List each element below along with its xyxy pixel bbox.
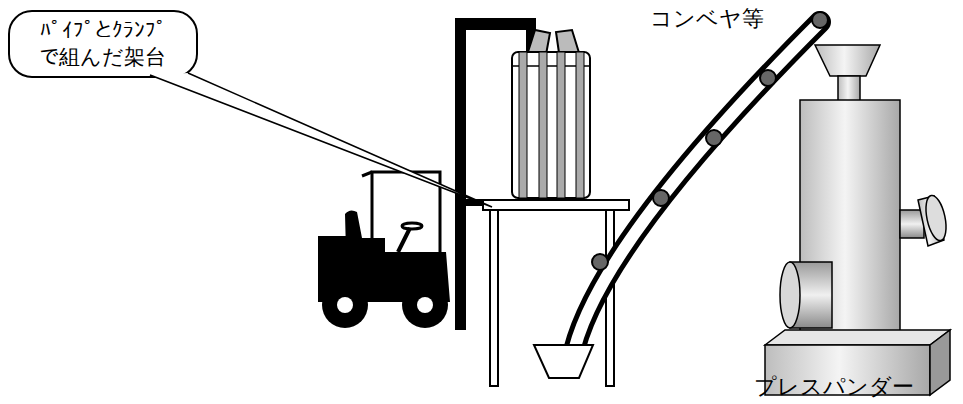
bag-strap <box>557 52 565 198</box>
stand-leg <box>490 210 498 386</box>
receiving-hopper <box>534 345 593 378</box>
conveyor-bucket <box>812 12 828 28</box>
conveyor-bucket <box>653 190 669 206</box>
forklift-wheel <box>402 282 448 328</box>
callout-text: ﾊﾟｲﾌﾟとｸﾗﾝﾌﾟ で組んだ架台 <box>10 17 196 71</box>
bag-strap <box>519 52 527 198</box>
forklift-roof <box>362 172 372 176</box>
stand-leg <box>606 210 614 386</box>
part-label: コンベヤ等 <box>650 6 764 32</box>
conveyor-bucket <box>706 130 722 146</box>
container-bag <box>512 52 590 198</box>
part-label: プレスパンダー <box>754 374 914 400</box>
callout-bubble: ﾊﾟｲﾌﾟとｸﾗﾝﾌﾟ で組んだ架台 <box>8 10 198 78</box>
callout-tail <box>150 73 492 207</box>
conveyor-belt-inner <box>572 22 820 360</box>
motor-end <box>780 262 800 328</box>
conveyor-belt <box>572 22 820 360</box>
machine-base-side <box>930 330 950 395</box>
callout-tail-fill <box>150 73 492 207</box>
conveyor-bucket <box>592 254 608 270</box>
machine-base-top <box>765 330 950 345</box>
forklift-mast <box>455 18 466 330</box>
stand-top <box>483 200 629 210</box>
forklift-wheel <box>322 282 368 328</box>
forklift-hub <box>417 297 433 313</box>
bag-strap <box>539 52 547 198</box>
machine-hopper <box>815 45 880 76</box>
forklift-steering <box>398 228 410 252</box>
forklift-arm <box>455 18 536 52</box>
nozzle-end <box>922 194 949 243</box>
forklift-wheel-steering <box>402 223 422 229</box>
machine-neck <box>838 76 860 102</box>
bag-strap <box>576 52 584 198</box>
conveyor-bucket <box>760 70 776 86</box>
forklift-hub <box>337 297 353 313</box>
